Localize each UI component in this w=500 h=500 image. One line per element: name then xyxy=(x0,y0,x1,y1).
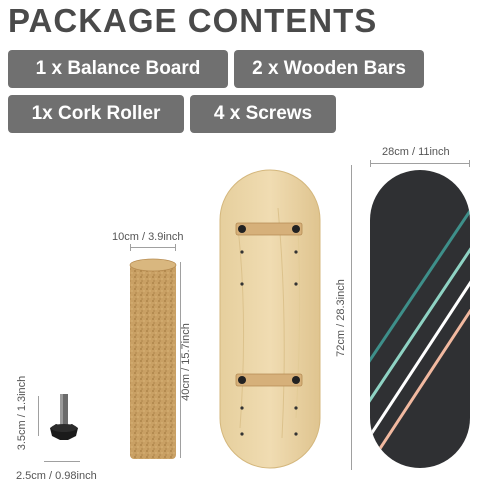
board-width-tick-right xyxy=(469,160,470,167)
contents-item-balance-board: 1 x Balance Board xyxy=(8,50,228,88)
screw-icon xyxy=(50,394,78,440)
screw-height-line xyxy=(38,396,39,436)
contents-item-screws: 4 x Screws xyxy=(190,95,336,133)
contents-item-wooden-bars: 2 x Wooden Bars xyxy=(234,50,424,88)
board-height-line xyxy=(351,165,352,470)
balance-board-top-icon xyxy=(370,170,470,468)
cork-roller-icon xyxy=(129,258,177,459)
roller-height-line xyxy=(180,262,181,458)
roller-width-tick-right xyxy=(175,244,176,251)
roller-width-label: 10cm / 3.9inch xyxy=(112,231,184,243)
board-width-line xyxy=(370,163,470,164)
screw-width-label: 2.5cm / 0.98inch xyxy=(16,470,97,482)
screw-height-label: 3.5cm / 1.3inch xyxy=(16,375,28,451)
balance-board-bottom-icon xyxy=(219,169,321,469)
roller-width-line xyxy=(130,247,176,248)
screw-width-line xyxy=(44,461,80,462)
board-width-label: 28cm / 11inch xyxy=(382,146,450,158)
page-title: PACKAGE CONTENTS xyxy=(8,2,378,39)
roller-width-tick-left xyxy=(130,244,131,251)
roller-height-label: 40cm / 15.7inch xyxy=(180,323,192,401)
board-width-tick-left xyxy=(370,160,371,167)
board-height-label: 72cm / 28.3inch xyxy=(335,279,347,357)
contents-item-cork-roller: 1x Cork Roller xyxy=(8,95,184,133)
